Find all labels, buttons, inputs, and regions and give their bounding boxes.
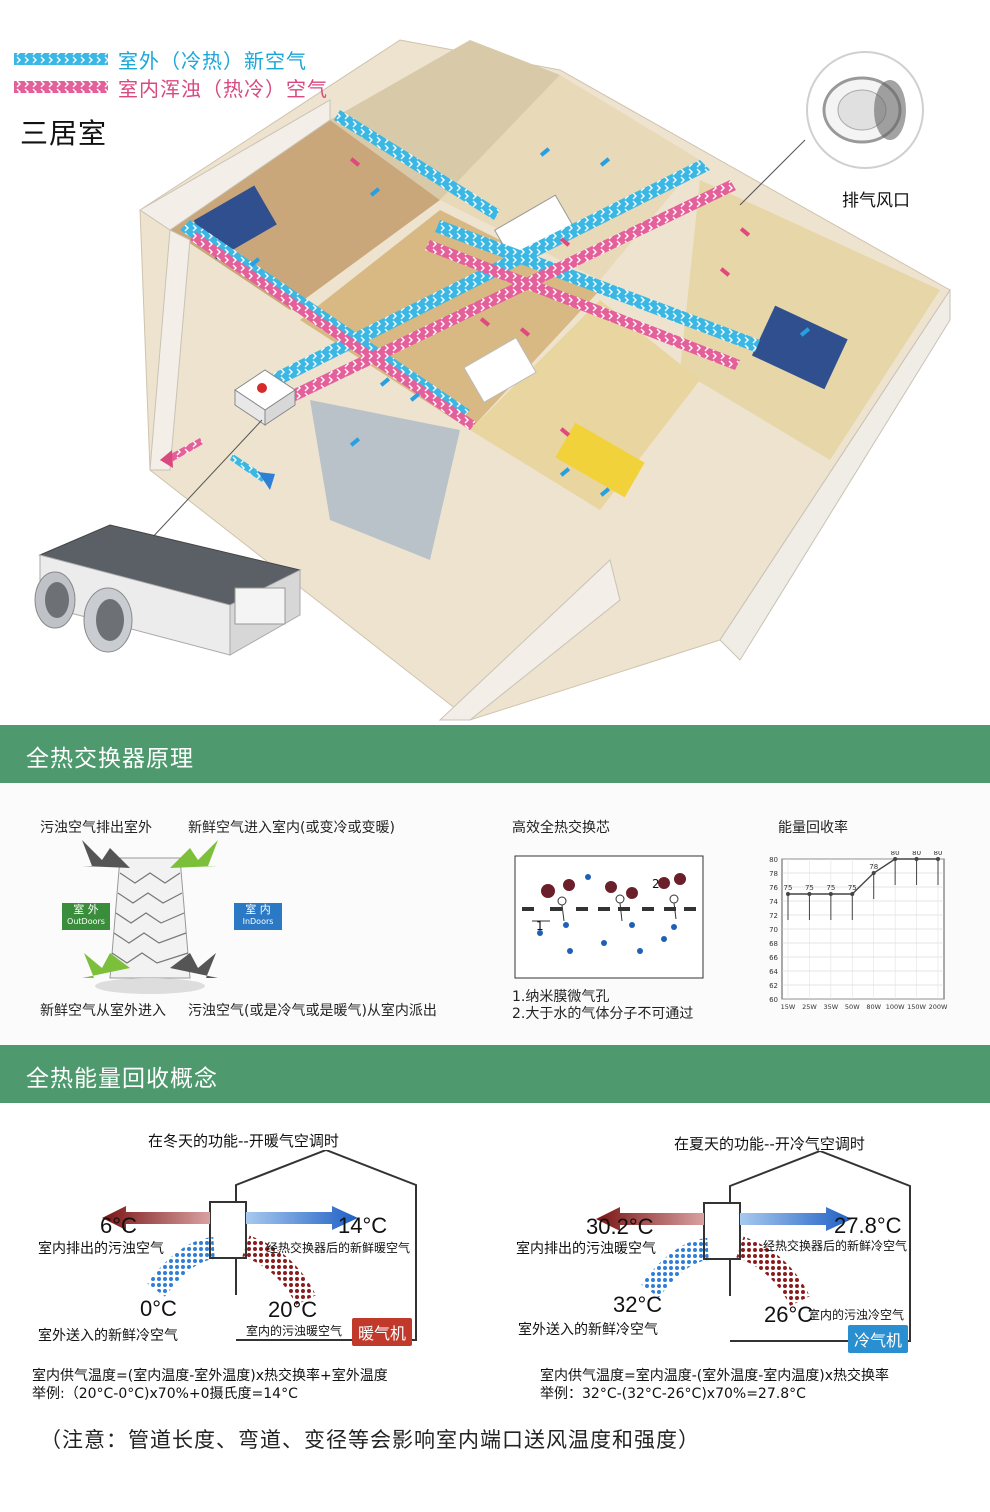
summer-example: 举例：32°C-(32°C-26°C)x70%=27.8°C bbox=[540, 1386, 806, 1402]
chart-data-label: 80 bbox=[934, 851, 943, 857]
summer-diagram bbox=[596, 1151, 911, 1342]
chart-point bbox=[850, 892, 855, 896]
principle-header-title: 全热交换器原理 bbox=[26, 746, 194, 772]
chart-x-tick-label: 200W bbox=[929, 1003, 948, 1011]
summer-fresh-label: 室外送入的新鲜冷空气 bbox=[518, 1322, 658, 1338]
outdoors-badge: 室 外 OutDoors bbox=[62, 903, 110, 930]
chart-x-tick-label: 15W bbox=[781, 1003, 796, 1011]
chart-x-tick-label: 50W bbox=[845, 1003, 860, 1011]
chart-x-tick-label: 80W bbox=[866, 1003, 881, 1011]
core-marker-1: 1 bbox=[536, 919, 544, 933]
winter-fresh-label: 室外送入的新鲜冷空气 bbox=[38, 1328, 178, 1344]
chart-y-tick-label: 68 bbox=[769, 940, 778, 948]
summer-room-label: 室内的污浊冷空气 bbox=[808, 1308, 905, 1322]
house-title: 三居室 bbox=[20, 117, 108, 150]
legend-fresh-label: 室外（冷热）新空气 bbox=[118, 48, 307, 73]
winter-fresh-temp: 0°C bbox=[140, 1296, 177, 1321]
chart-y-tick-label: 76 bbox=[769, 884, 778, 892]
exhaust-vent-label: 排气风口 bbox=[842, 191, 910, 211]
indoors-cn: 室 内 bbox=[245, 903, 271, 916]
chart-y-tick-label: 80 bbox=[769, 856, 778, 864]
winter-in-temp: 14°C bbox=[338, 1213, 388, 1238]
chart-y-tick-label: 66 bbox=[769, 954, 778, 962]
heater-badge: 暖气机 bbox=[352, 1318, 413, 1346]
chart-point bbox=[828, 892, 833, 896]
exchanger-core-drawing bbox=[82, 840, 218, 994]
summer-in-temp: 27.8°C bbox=[834, 1213, 902, 1238]
principle-header: 全热交换器原理 bbox=[0, 725, 990, 783]
chart-x-tick-label: 35W bbox=[824, 1003, 839, 1011]
chart-data-label: 80 bbox=[912, 851, 921, 857]
legend-fresh: 室外（冷热）新空气 bbox=[110, 48, 307, 73]
winter-formula: 室内供气温度=(室内温度-室外温度)x热交换率+室外温度 bbox=[32, 1368, 388, 1384]
chart-data-label: 75 bbox=[848, 884, 857, 892]
chart-data-label: 75 bbox=[805, 884, 814, 892]
legend-dirty-label: 室内浑浊（热冷）空气 bbox=[118, 76, 328, 101]
summer-out-temp: 30.2°C bbox=[586, 1214, 654, 1239]
cooler-badge: 冷气机 bbox=[848, 1325, 909, 1353]
principle-top-right: 新鲜空气进入室内(或变冷或变暖) bbox=[188, 820, 395, 836]
chart-y-tick-label: 72 bbox=[769, 912, 778, 920]
chart-y-tick-label: 78 bbox=[769, 870, 778, 878]
summer-in-label: 经热交换器后的新鲜冷空气 bbox=[763, 1239, 908, 1253]
chart-series-line bbox=[788, 858, 938, 895]
summer-out-label: 室内排出的污浊暖空气 bbox=[516, 1241, 656, 1257]
energy-recovery-chart: 60 62 64 66 68 70 72 74 76 78 80 15W 25W 35W 50W 80W 100… bbox=[769, 851, 948, 1011]
chart-y-tick-label: 60 bbox=[769, 996, 778, 1004]
winter-room-temp: 20°C bbox=[268, 1297, 318, 1322]
winter-out-label: 室内排出的污浊空气 bbox=[38, 1241, 164, 1257]
principle-bottom-left: 新鲜空气从室外进入 bbox=[40, 1003, 166, 1019]
summer-room-temp: 26°C bbox=[764, 1302, 814, 1327]
principle-top-left: 污浊空气排出室外 bbox=[40, 820, 152, 836]
chart-data-label: 75 bbox=[784, 884, 793, 892]
core-membrane-diagram bbox=[514, 855, 704, 979]
chart-data-label: 80 bbox=[891, 851, 900, 857]
winter-room-label: 室内的污浊暖空气 bbox=[246, 1324, 343, 1338]
house-illustration: 室外（冷热）新空气 室内浑浊（热冷）空气 三居室 排气风口 bbox=[0, 0, 990, 725]
indoors-en: InDoors bbox=[242, 917, 274, 926]
chart-point bbox=[914, 857, 919, 861]
chart-x-tick-label: 100W bbox=[886, 1003, 905, 1011]
chart-point bbox=[893, 857, 898, 861]
summer-title: 在夏天的功能--开冷气空调时 bbox=[674, 1135, 865, 1153]
core-marker-2: 2 bbox=[652, 877, 660, 891]
outdoors-en: OutDoors bbox=[67, 917, 105, 926]
chart-y-tick-label: 74 bbox=[769, 898, 778, 906]
winter-example: 举例:（20°C-0°C)x70%+0摄氏度=14°C bbox=[32, 1386, 298, 1402]
winter-out-temp: 6°C bbox=[100, 1213, 137, 1238]
legend-dirty: 室内浑浊（热冷）空气 bbox=[110, 76, 328, 101]
concept-section: 在冬天的功能--开暖气空调时 6°C 室内排出的污浊空气 14°C 经热交换器后… bbox=[0, 1103, 990, 1512]
chart-y-tick-label: 64 bbox=[769, 968, 778, 976]
footer-note: （注意：管道长度、弯道、变径等会影响室内端口送风温度和强度） bbox=[40, 1428, 700, 1452]
chart-point bbox=[936, 857, 940, 861]
winter-title: 在冬天的功能--开暖气空调时 bbox=[148, 1132, 339, 1150]
chart-title: 能量回收率 bbox=[778, 820, 848, 836]
chart-point bbox=[786, 892, 790, 896]
chart-data-label: 75 bbox=[826, 884, 835, 892]
concept-header-title: 全热能量回收概念 bbox=[26, 1066, 218, 1092]
chart-x-tick-label: 150W bbox=[907, 1003, 926, 1011]
outdoors-cn: 室 外 bbox=[73, 903, 99, 916]
principle-bottom-right: 污浊空气(或是冷气或是暖气)从室内派出 bbox=[188, 1003, 437, 1019]
concept-header: 全热能量回收概念 bbox=[0, 1045, 990, 1103]
summer-formula: 室内供气温度=室内温度-(室外温度-室内温度)x热交换率 bbox=[540, 1368, 890, 1384]
chart-data-label: 78 bbox=[869, 863, 878, 871]
core-note-2: 2.大于水的气体分子不可通过 bbox=[512, 1006, 694, 1022]
core-title: 高效全热交换芯 bbox=[512, 820, 610, 836]
principle-section: 室 外 OutDoors 室 内 InDoors 污浊空气排出室外 新鲜空气进入… bbox=[0, 783, 990, 1045]
chart-point bbox=[871, 871, 876, 875]
summer-fresh-temp: 32°C bbox=[613, 1292, 663, 1317]
chart-y-tick-label: 70 bbox=[769, 926, 778, 934]
core-note-1: 1.纳米膜微气孔 bbox=[512, 989, 610, 1005]
chart-point bbox=[807, 892, 812, 896]
winter-diagram bbox=[102, 1150, 417, 1341]
winter-in-label: 经热交换器后的新鲜暖空气 bbox=[266, 1241, 411, 1255]
chart-y-tick-label: 62 bbox=[769, 982, 778, 990]
house-drawing bbox=[14, 39, 951, 721]
indoors-badge: 室 内 InDoors bbox=[234, 903, 282, 930]
chart-x-tick-label: 25W bbox=[802, 1003, 817, 1011]
